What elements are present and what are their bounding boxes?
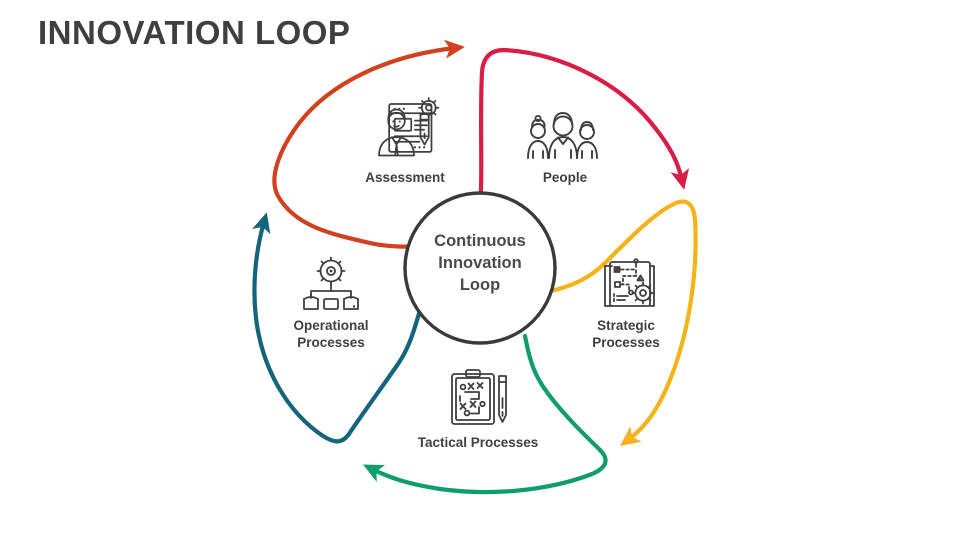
segment-arc-strategic[interactable]: [548, 199, 698, 447]
segment-arc-people[interactable]: [478, 47, 690, 246]
segment-arc-operational[interactable]: [252, 212, 423, 444]
strategic-label-line-1: Strategic: [597, 318, 655, 333]
gear-hierarchy-icon: [303, 256, 359, 310]
segment-label-assessment[interactable]: Assessment: [330, 169, 480, 186]
operational-label-line-1: Operational: [293, 318, 369, 333]
segment-label-operational-processes[interactable]: Operational Processes: [256, 317, 406, 351]
assessment-person-report-gear-icon: [378, 97, 440, 157]
strategy-board-gear-icon: [604, 258, 655, 307]
segment-label-strategic-processes[interactable]: Strategic Processes: [551, 317, 701, 351]
segment-label-people[interactable]: People: [490, 169, 640, 186]
people-group-icon: [527, 112, 598, 159]
clipboard-playbook-pen-icon: [451, 369, 507, 425]
segment-arc-tactical[interactable]: [363, 333, 608, 495]
page-title: INNOVATION LOOP: [38, 14, 351, 51]
strategic-label-line-2: Processes: [592, 335, 660, 350]
segment-label-tactical-processes[interactable]: Tactical Processes: [403, 434, 553, 451]
operational-label-line-2: Processes: [297, 335, 365, 350]
center-hub-circle[interactable]: [403, 191, 557, 345]
segment-arc-assessment[interactable]: [272, 39, 465, 249]
tactical-label-line-1: Tactical Processes: [417, 435, 539, 450]
people-label-line-1: People: [542, 170, 588, 185]
assessment-label-line-1: Assessment: [365, 170, 445, 185]
